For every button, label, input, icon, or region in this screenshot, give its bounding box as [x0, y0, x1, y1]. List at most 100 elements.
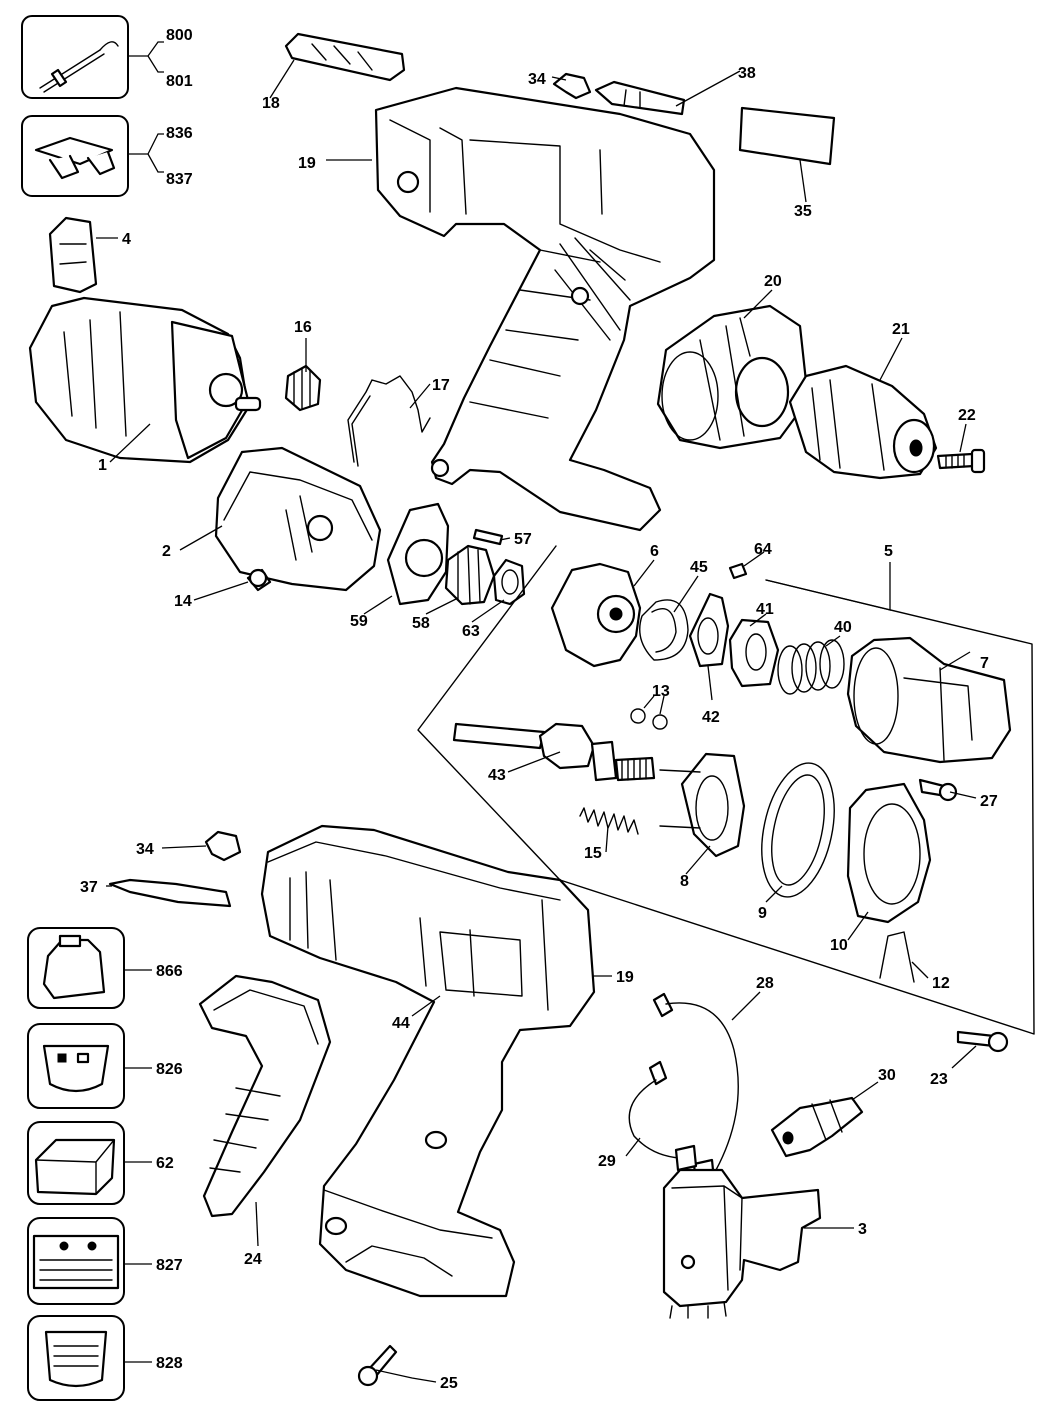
label-35: 35 [794, 203, 812, 220]
chuck-sleeve-21 [788, 364, 938, 480]
label-10: 10 [830, 937, 848, 954]
screw-23 [956, 1030, 1009, 1053]
label-40: 40 [834, 619, 852, 636]
label-837: 837 [166, 171, 193, 188]
terminal-clip-4 [48, 216, 98, 294]
spring-15 [579, 807, 639, 835]
label-41: 41 [756, 601, 774, 618]
label-29: 29 [598, 1153, 616, 1170]
assembly-bracket-5 [417, 545, 1035, 1035]
side-grip-24 [198, 974, 332, 1218]
screw-14 [246, 568, 272, 592]
label-20: 20 [764, 273, 782, 290]
label-59: 59 [350, 613, 368, 630]
label-9: 9 [758, 905, 767, 922]
label-7: 7 [980, 655, 989, 672]
wire-clip-12 [879, 931, 915, 983]
housing-half-19-lower [260, 824, 596, 1298]
label-8: 8 [680, 873, 689, 890]
spindle-43 [452, 722, 656, 782]
label-22: 22 [958, 407, 976, 424]
label-800: 800 [166, 27, 193, 44]
label-34-lower: 34 [136, 841, 154, 858]
direction-lever-30 [770, 1096, 864, 1158]
label-3: 3 [858, 1221, 867, 1238]
label-801: 801 [166, 73, 193, 90]
label-19-lower: 19 [616, 969, 634, 986]
label-826: 826 [156, 1061, 183, 1078]
clutch-ring-6 [550, 562, 642, 668]
ring-gear-59 [386, 502, 450, 606]
motor-1 [28, 296, 262, 464]
clutch-plate-42 [688, 592, 730, 668]
spring-clip-17 [347, 375, 431, 467]
label-38: 38 [738, 65, 756, 82]
label-836: 836 [166, 125, 193, 142]
label-27: 27 [980, 793, 998, 810]
cube-64 [728, 562, 748, 580]
label-34-upper: 34 [528, 71, 546, 88]
label-19-upper: 19 [298, 155, 316, 172]
gasket-9 [761, 762, 835, 898]
accessory-box-827 [27, 1217, 125, 1305]
clip-34-lower [204, 830, 242, 862]
label-45: 45 [690, 559, 708, 576]
label-6: 6 [650, 543, 659, 560]
label-21: 21 [892, 321, 910, 338]
gearbox-cover-20 [656, 304, 810, 450]
wire-lead-29 [628, 1060, 698, 1172]
label-2: 2 [162, 543, 171, 560]
accessory-box-836 [21, 115, 129, 197]
accessory-box-866 [27, 927, 125, 1009]
trigger-switch-3 [662, 1168, 822, 1319]
accessory-box-828 [27, 1315, 125, 1401]
label-827: 827 [156, 1257, 183, 1274]
label-58: 58 [412, 615, 430, 632]
label-17: 17 [432, 377, 450, 394]
label-18: 18 [262, 95, 280, 112]
label-25: 25 [440, 1375, 458, 1392]
label-4: 4 [122, 231, 131, 248]
label-24: 24 [244, 1251, 262, 1268]
label-23: 23 [930, 1071, 948, 1088]
label-28: 28 [756, 975, 774, 992]
label-30: 30 [878, 1067, 896, 1084]
accessory-box-62 [27, 1121, 125, 1205]
label-37: 37 [80, 879, 98, 896]
planet-carrier-58 [444, 544, 496, 606]
switch-cover-18 [284, 32, 406, 82]
label-35 [738, 106, 836, 166]
label-16: 16 [294, 319, 312, 336]
leader-lines [96, 41, 977, 1383]
label-13: 13 [652, 683, 670, 700]
label-43: 43 [488, 767, 506, 784]
label-57: 57 [514, 531, 532, 548]
label-44: 44 [392, 1015, 410, 1032]
pinion-16 [284, 364, 322, 412]
collar-10 [846, 782, 932, 924]
clutch-carrier-8 [659, 752, 746, 858]
label-1: 1 [98, 457, 107, 474]
label-15: 15 [584, 845, 602, 862]
retaining-ring-45 [639, 599, 689, 661]
bit-37 [108, 878, 232, 908]
part-labels: 800 801 836 837 4 18 34 38 19 35 16 17 1… [80, 27, 998, 1392]
screw-27 [918, 778, 958, 802]
gear-case-7 [846, 636, 1012, 764]
label-14: 14 [174, 593, 192, 610]
label-63: 63 [462, 623, 480, 640]
label-828: 828 [156, 1355, 183, 1372]
label-64: 64 [754, 541, 772, 558]
pin-57 [472, 528, 504, 546]
clip-34-upper [552, 72, 592, 100]
clutch-spring-40 [777, 639, 845, 695]
accessory-box-800 [21, 15, 129, 99]
label-12: 12 [932, 975, 950, 992]
gear-housing-2 [214, 446, 382, 592]
balls-13 [630, 708, 668, 730]
label-42: 42 [702, 709, 720, 726]
label-866: 866 [156, 963, 183, 980]
screw-25 [357, 1344, 398, 1387]
clutch-nut-41 [728, 618, 780, 688]
